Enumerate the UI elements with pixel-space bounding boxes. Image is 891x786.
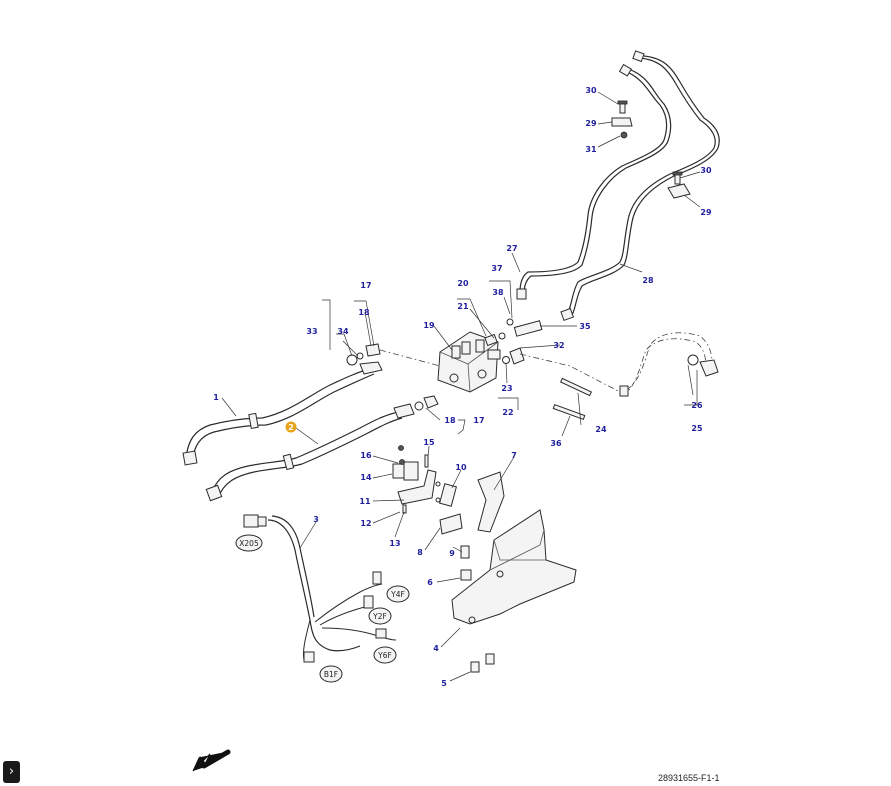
callout-38[interactable]: 38 [492,288,504,297]
connector-label-y2f: Y2F [372,612,387,621]
callout-12[interactable]: 12 [360,519,371,528]
connector-label-x205: X205 [239,539,259,548]
steel-lines [516,50,720,322]
callout-36[interactable]: 36 [550,439,562,448]
pins [552,377,593,420]
callout-5[interactable]: 5 [441,679,447,688]
callout-19[interactable]: 19 [423,321,435,330]
connector-tag-b1f [319,665,343,683]
callout-30-upper[interactable]: 30 [585,86,597,95]
expand-panel-button[interactable]: › [3,761,20,783]
connector-label-y6f: Y6F [377,651,392,660]
valve-block [437,331,501,393]
callout-17-upper[interactable]: 17 [360,281,371,290]
callout-13[interactable]: 13 [389,539,400,548]
chevron-right-icon: › [8,764,15,779]
callout-22[interactable]: 22 [502,408,513,417]
callout-20[interactable]: 20 [457,279,469,288]
leader-lines [221,91,701,682]
callout-1[interactable]: 1 [213,393,219,402]
wire-harness-3 [243,514,397,663]
connector-tags: X205 Y4F Y2F Y6F B1F [235,534,410,683]
connector-tag-y2f [368,607,392,625]
figure-id: 28931655-F1-1 [658,773,720,783]
callouts: 1 2 3 4 5 6 7 8 9 10 11 12 13 14 15 16 1… [213,86,712,688]
sensor-bracket [392,445,505,559]
callout-29-upper[interactable]: 29 [585,119,597,128]
callout-6[interactable]: 6 [427,578,433,587]
hose-1 [182,361,383,466]
connector-tag-x205 [235,534,263,552]
callout-17-lower[interactable]: 17 [473,416,484,425]
callout-25[interactable]: 25 [691,424,703,433]
callout-14[interactable]: 14 [360,473,372,482]
callout-31[interactable]: 31 [585,145,597,154]
callout-21[interactable]: 21 [457,302,469,311]
callout-37[interactable]: 37 [491,264,502,273]
callout-28[interactable]: 28 [642,276,654,285]
callout-2[interactable]: 2 [288,423,294,432]
callout-7[interactable]: 7 [511,451,517,460]
callout-15[interactable]: 15 [423,438,435,447]
dashed-line-25 [379,332,719,397]
connector-tag-y4f [386,585,410,603]
callout-2-highlight [285,421,297,433]
callout-18-lower[interactable]: 18 [444,416,456,425]
callout-33[interactable]: 33 [306,327,317,336]
connector-tag-y6f [373,646,397,664]
callout-29-lower[interactable]: 29 [700,208,712,217]
callout-4[interactable]: 4 [433,644,439,653]
callout-27[interactable]: 27 [506,244,517,253]
mounting-plate [451,509,577,673]
callout-34[interactable]: 34 [337,327,349,336]
callout-11[interactable]: 11 [359,497,371,506]
callout-16[interactable]: 16 [360,451,372,460]
clamp-hardware [611,100,691,199]
direction-arrow-icon [192,749,231,772]
hose-2 [205,403,415,502]
callout-9[interactable]: 9 [449,549,455,558]
callout-8[interactable]: 8 [417,548,423,557]
callout-35[interactable]: 35 [579,322,591,331]
callout-23[interactable]: 23 [501,384,512,393]
callout-26[interactable]: 26 [691,401,703,410]
connector-label-b1f: B1F [324,670,338,679]
callout-10[interactable]: 10 [455,463,467,472]
callout-32[interactable]: 32 [553,341,564,350]
callout-3[interactable]: 3 [313,515,319,524]
connector-label-y4f: Y4F [390,590,405,599]
callout-18-upper[interactable]: 18 [358,308,370,317]
callout-30-lower[interactable]: 30 [700,166,712,175]
callout-24[interactable]: 24 [595,425,607,434]
